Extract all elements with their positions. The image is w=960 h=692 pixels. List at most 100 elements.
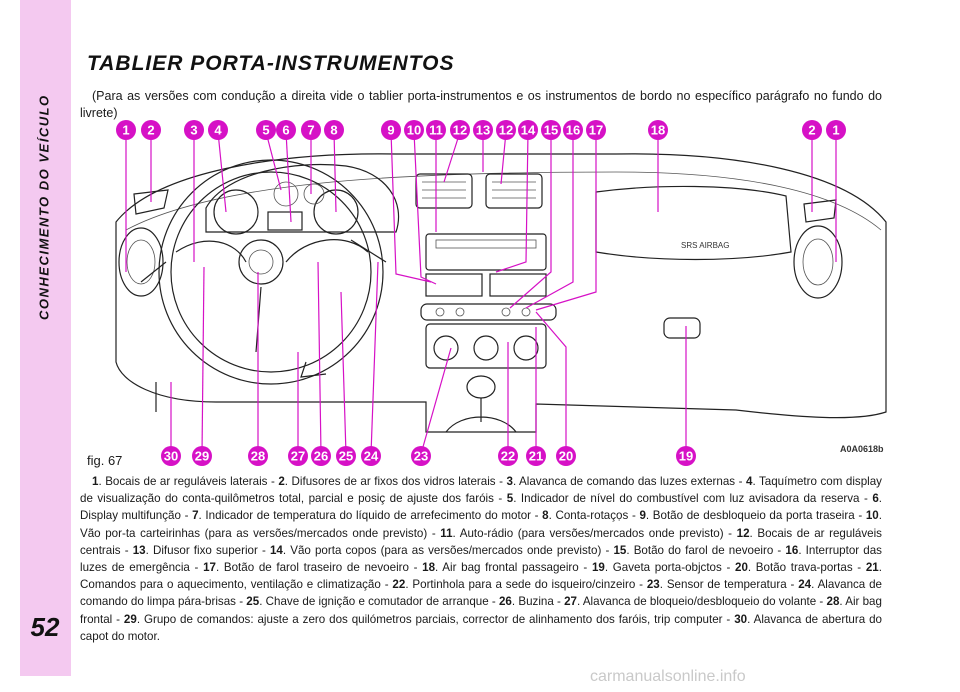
callout-1: 1: [116, 120, 136, 140]
watermark: carmanualsonline.info: [590, 668, 746, 685]
legend-num: 3: [506, 475, 513, 488]
legend-text: Chave de ignição e comutador de arranque: [265, 595, 489, 609]
legend-text: Botão de farol traseiro de nevoeiro: [223, 561, 409, 575]
legend-text: Botão do farol de nevoeiro: [633, 543, 774, 557]
svg-text:25: 25: [339, 449, 353, 464]
legend-num: 12: [736, 526, 750, 540]
glovebox-handle: [663, 317, 701, 339]
svg-text:12: 12: [453, 123, 467, 138]
svg-text:20: 20: [559, 449, 573, 464]
callout-6: 6: [276, 120, 296, 140]
svg-text:15: 15: [544, 123, 558, 138]
legend-text: Vão por-ta carteirinhas (para as versões…: [80, 526, 428, 540]
legend-num: 25: [246, 595, 260, 609]
dashboard-illustration: SRS AIRBAG: [115, 120, 887, 466]
svg-text:23: 23: [414, 449, 428, 464]
legend-text: Gaveta porta-objctos: [612, 561, 722, 575]
gear-lever-knob: [466, 375, 496, 399]
svg-text:8: 8: [330, 123, 337, 138]
callout-10: 10: [404, 120, 424, 140]
instrument-cluster: [205, 163, 400, 233]
callout-13: 13: [473, 120, 493, 140]
callout-20: 20: [556, 446, 576, 466]
legend-num: 9: [639, 509, 646, 523]
legend-text: Buzina: [518, 595, 554, 609]
figure-code: A0A0618b: [840, 444, 884, 454]
svg-text:13: 13: [476, 123, 490, 138]
airbag-label: SRS AIRBAG: [681, 241, 729, 250]
legend-num: 14: [269, 543, 283, 557]
legend-text: Difusor fixo superior: [152, 543, 258, 557]
svg-text:19: 19: [679, 449, 693, 464]
callout-2: 2: [141, 120, 161, 140]
legend-num: 2: [278, 475, 285, 488]
legend-text: Indicador de nível do combustível com lu…: [520, 492, 860, 506]
leader-lines: [125, 131, 837, 455]
callout-17: 17: [586, 120, 606, 140]
legend-num: 8: [542, 509, 549, 523]
left-side-vent: [118, 227, 164, 297]
legend-text: Botão trava-portas: [755, 561, 853, 575]
steering-wheel: [158, 159, 384, 385]
section-side-title: CONHECIMENTO DO VEÍCULO: [36, 94, 52, 320]
svg-text:24: 24: [364, 449, 379, 464]
callout-28: 28: [248, 446, 268, 466]
figure-caption: fig. 67: [87, 453, 123, 468]
legend-text: Portinhola para a sede do isqueiro/cinze…: [412, 578, 636, 592]
legend-text: Bocais de ar reguláveis laterais: [105, 475, 268, 488]
legend-num: 24: [798, 578, 812, 592]
page-title: TABLIER PORTA-INSTRUMENTOS: [87, 52, 455, 75]
svg-text:14: 14: [521, 123, 536, 138]
callout-1b: 1: [826, 120, 846, 140]
page-number: 52: [30, 612, 60, 642]
legend-text: Vão porta copos (para as versões/mercado…: [290, 543, 602, 557]
legend-num: 16: [785, 543, 799, 557]
callout-11: 11: [426, 120, 446, 140]
central-vent-right: [485, 173, 543, 209]
svg-text:5: 5: [262, 123, 269, 138]
callout-12b: 12: [496, 120, 516, 140]
svg-text:2: 2: [147, 123, 154, 138]
legend-text: Comandos para o aquecimento, ventilação …: [80, 578, 381, 592]
callout-8: 8: [324, 120, 344, 140]
callout-30: 30: [161, 446, 181, 466]
svg-text:10: 10: [407, 123, 421, 138]
callout-16: 16: [563, 120, 583, 140]
svg-text:22: 22: [501, 449, 515, 464]
callout-18: 18: [648, 120, 668, 140]
callout-14: 14: [518, 120, 538, 140]
switch-row: [420, 303, 557, 321]
callout-3: 3: [184, 120, 204, 140]
legend-text: Alavanca de bloqueio/desbloqueio do vola…: [582, 595, 817, 609]
legend-text: Auto-rádio (para versões/mercados onde p…: [459, 526, 724, 540]
callout-12a: 12: [450, 120, 470, 140]
bottom-callouts: 30 29 28 27 26 25 24 23 22 21 20 19: [161, 446, 696, 466]
legend-text: Conta-rotaçọs: [555, 509, 629, 523]
legend-text: Grupo de comandos: ajuste a zero dos qui…: [143, 612, 723, 626]
callout-15: 15: [541, 120, 561, 140]
legend-num: 11: [440, 526, 453, 540]
legend-num: 29: [123, 612, 137, 626]
svg-text:1: 1: [832, 123, 839, 138]
svg-text:11: 11: [429, 123, 443, 138]
radio-unit: [425, 233, 547, 271]
legend-num: 19: [591, 561, 605, 575]
legend-num: 1: [92, 475, 99, 488]
legend-text: Alavanca de abertura do capot do motor.: [80, 612, 882, 643]
legend-paragraph: 1. Bocais de ar reguláveis laterais - 2.…: [80, 475, 883, 643]
legend-num: 21: [865, 561, 879, 575]
callout-26: 26: [311, 446, 331, 466]
svg-text:18: 18: [651, 123, 665, 138]
dashboard-outline: [115, 153, 887, 433]
svg-text:29: 29: [195, 449, 209, 464]
svg-text:17: 17: [589, 123, 603, 138]
svg-text:21: 21: [529, 449, 543, 464]
legend-num: 13: [132, 543, 146, 557]
legend-text: Sensor de temperatura: [666, 578, 787, 592]
svg-text:3: 3: [190, 123, 197, 138]
legend-num: 28: [826, 595, 840, 609]
legend-num: 20: [735, 561, 748, 575]
legend-num: 22: [392, 578, 406, 592]
callout-25: 25: [336, 446, 356, 466]
legend-text: Bocais de ar reguláveis centrais: [80, 526, 882, 557]
